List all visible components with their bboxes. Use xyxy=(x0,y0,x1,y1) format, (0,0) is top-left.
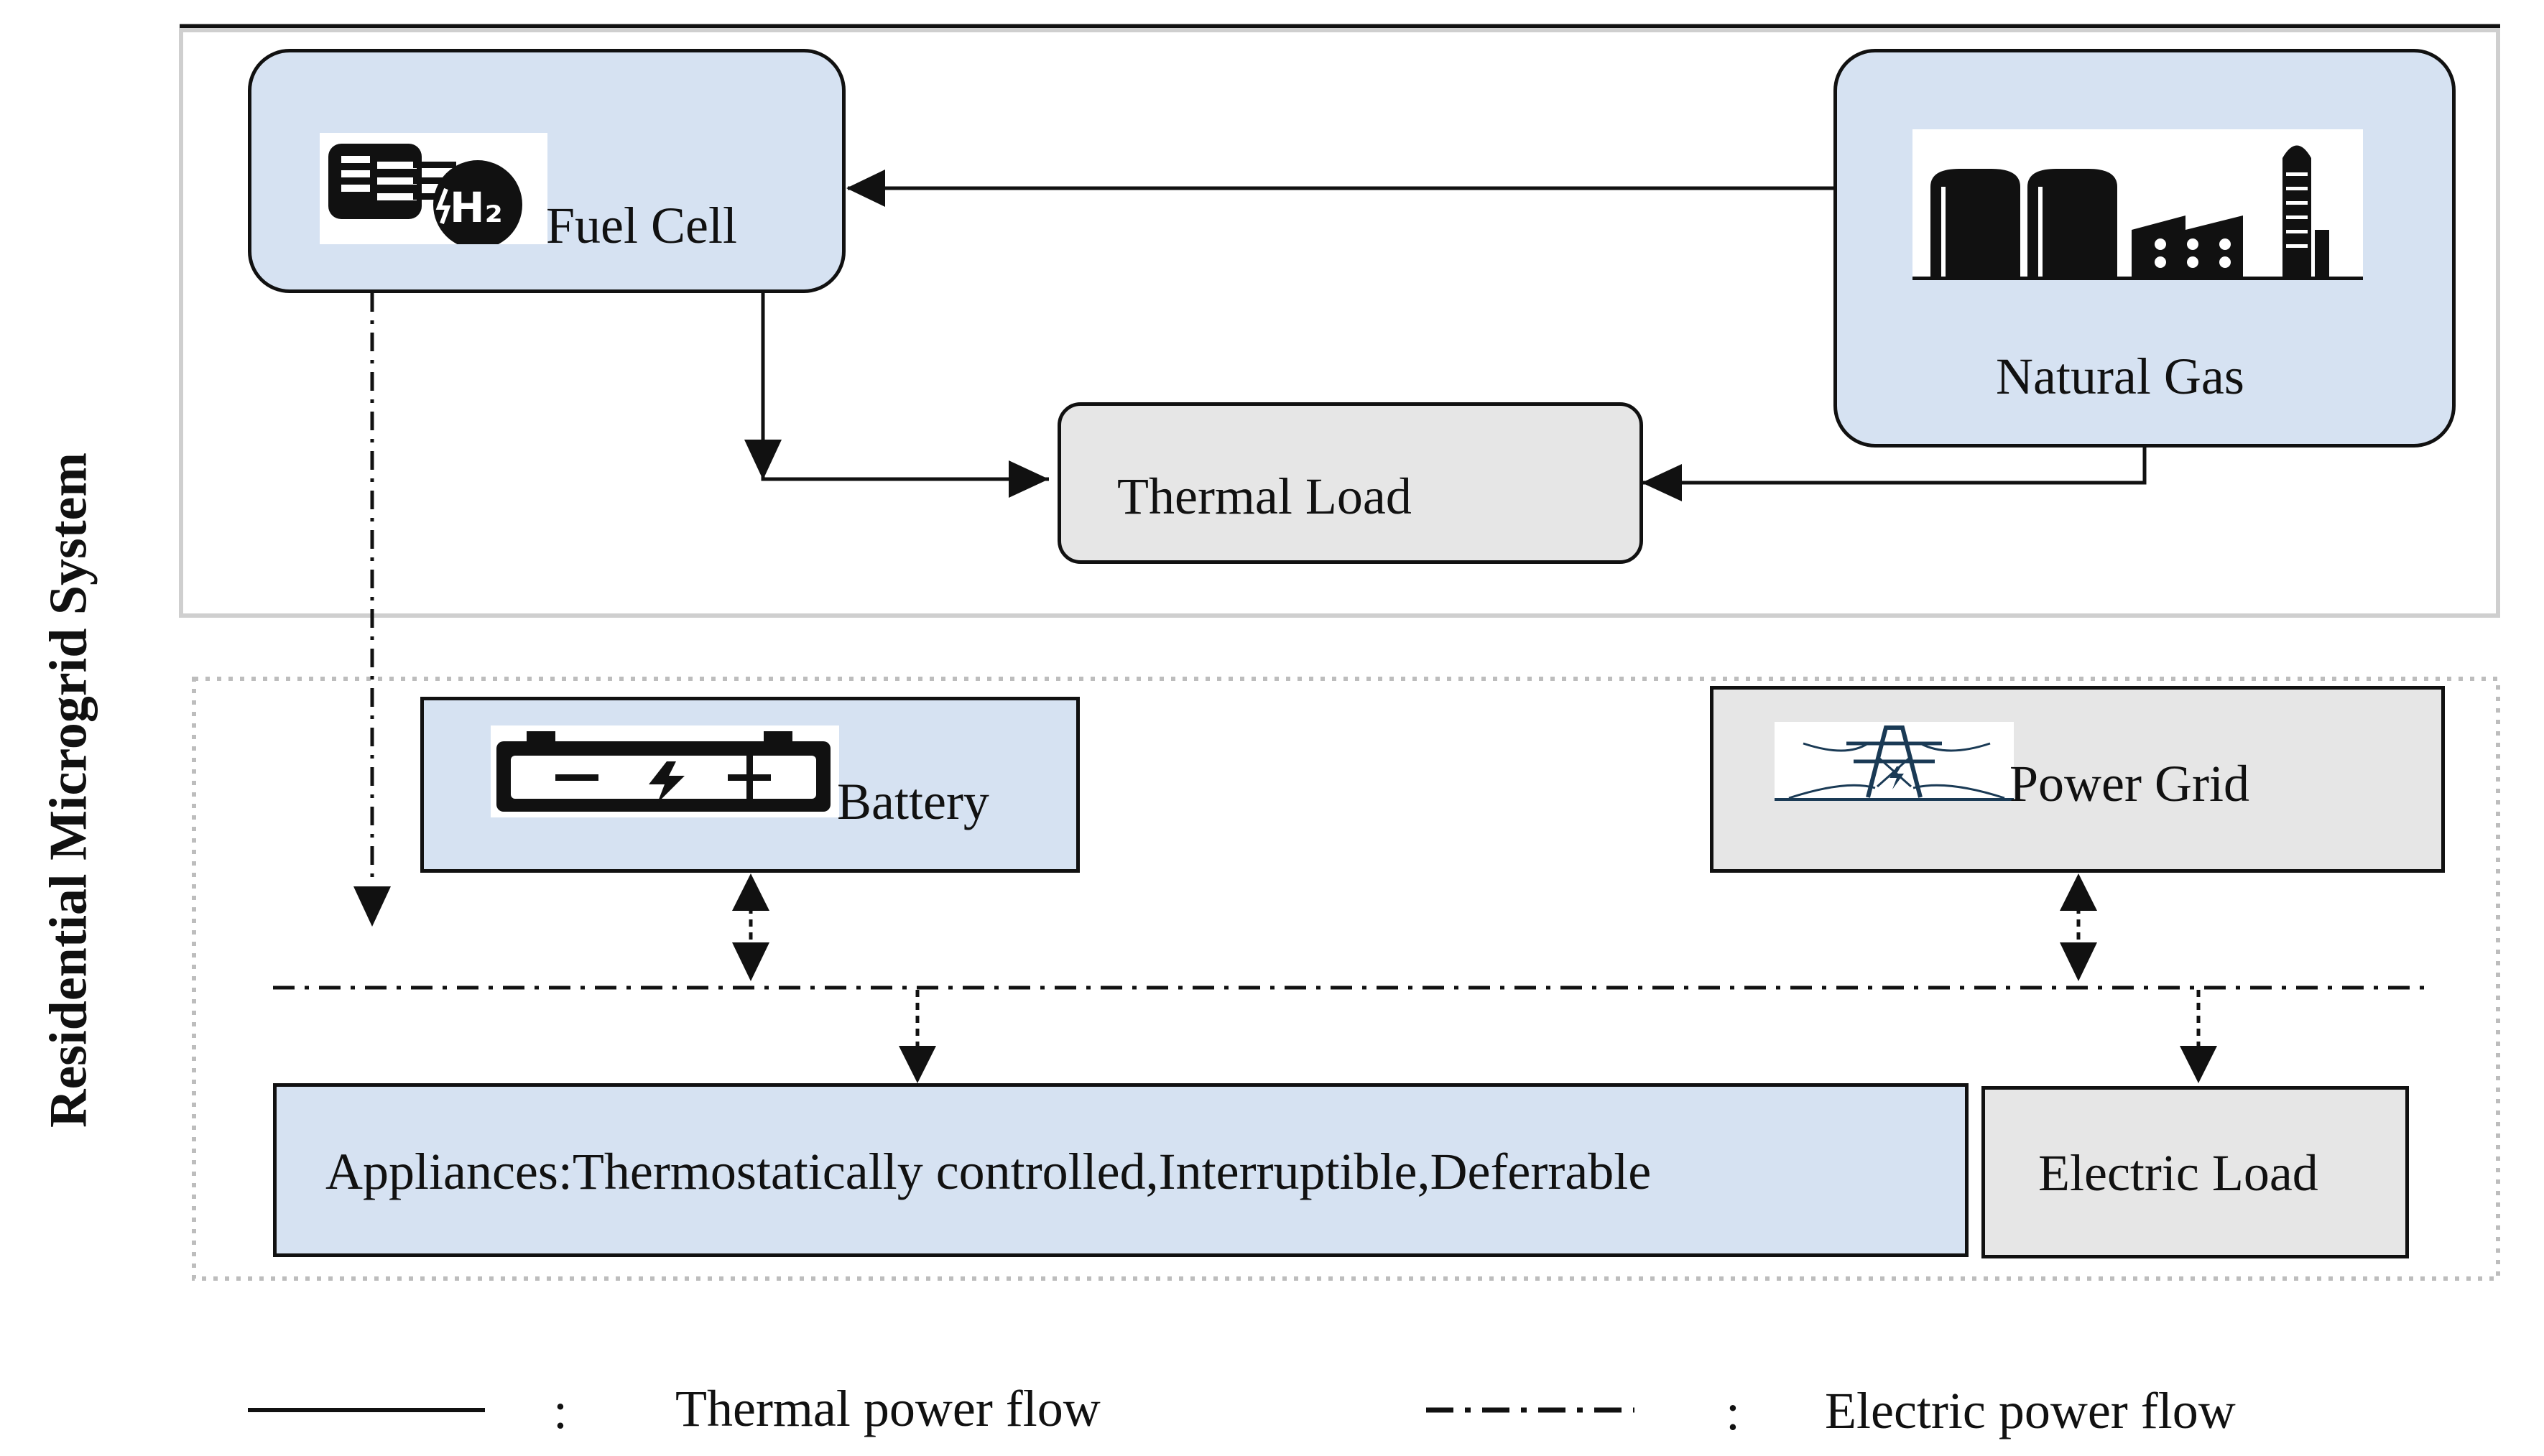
fuelcell-to-thermal-path xyxy=(761,293,1049,481)
battery-label: Battery xyxy=(837,773,989,830)
power-grid-label: Power Grid xyxy=(2009,755,2249,812)
gas-to-thermal-path xyxy=(1642,447,2147,485)
grid-up-arrowhead xyxy=(2060,873,2097,911)
fuel-cell-label: Fuel Cell xyxy=(546,197,737,254)
gas-plant-icon xyxy=(1912,129,2363,280)
battery-up-arrowhead xyxy=(732,873,769,911)
thermal-load-node[interactable] xyxy=(1058,402,1643,564)
legend-electric-separator: : xyxy=(1726,1383,1741,1441)
fuel-cell-h2-icon: H₂ xyxy=(320,133,547,249)
appliances-node[interactable] xyxy=(273,1083,1969,1257)
fuelcell-down-arrowhead xyxy=(744,440,782,480)
legend-electric-label: Electric power flow xyxy=(1825,1382,2236,1439)
bus-to-electric-load-arrowhead xyxy=(2180,1046,2217,1083)
gas-to-fuelcell-arrowhead xyxy=(846,170,885,207)
fuelcell-to-thermal-arrowhead xyxy=(1009,460,1049,498)
thermal-section-frame xyxy=(179,28,2500,618)
battery-icon xyxy=(491,725,839,817)
side-label-text: Residential Microgrid System xyxy=(39,453,98,1128)
grid-down-arrowhead xyxy=(2060,942,2097,981)
side-label: Residential Microgrid System xyxy=(39,453,100,1128)
legend-thermal-separator: : xyxy=(553,1382,568,1439)
electric-load-label: Electric Load xyxy=(2038,1144,2318,1202)
gas-to-thermal-arrowhead xyxy=(1642,464,1682,501)
thermal-load-label: Thermal Load xyxy=(1117,468,1412,525)
legend-thermal-label: Thermal power flow xyxy=(675,1380,1101,1437)
electric-load-node[interactable] xyxy=(1981,1086,2409,1258)
electric-section-frame xyxy=(192,677,2500,1281)
fuelcell-electric-arrowhead xyxy=(353,886,391,927)
transmission-tower-icon xyxy=(1775,722,2014,801)
appliances-label: Appliances:Thermostatically controlled,I… xyxy=(325,1143,1652,1200)
bus-to-appliances-arrowhead xyxy=(899,1046,936,1083)
svg-text:H₂: H₂ xyxy=(450,183,503,232)
natural-gas-label: Natural Gas xyxy=(1996,348,2244,405)
battery-down-arrowhead xyxy=(732,942,769,981)
